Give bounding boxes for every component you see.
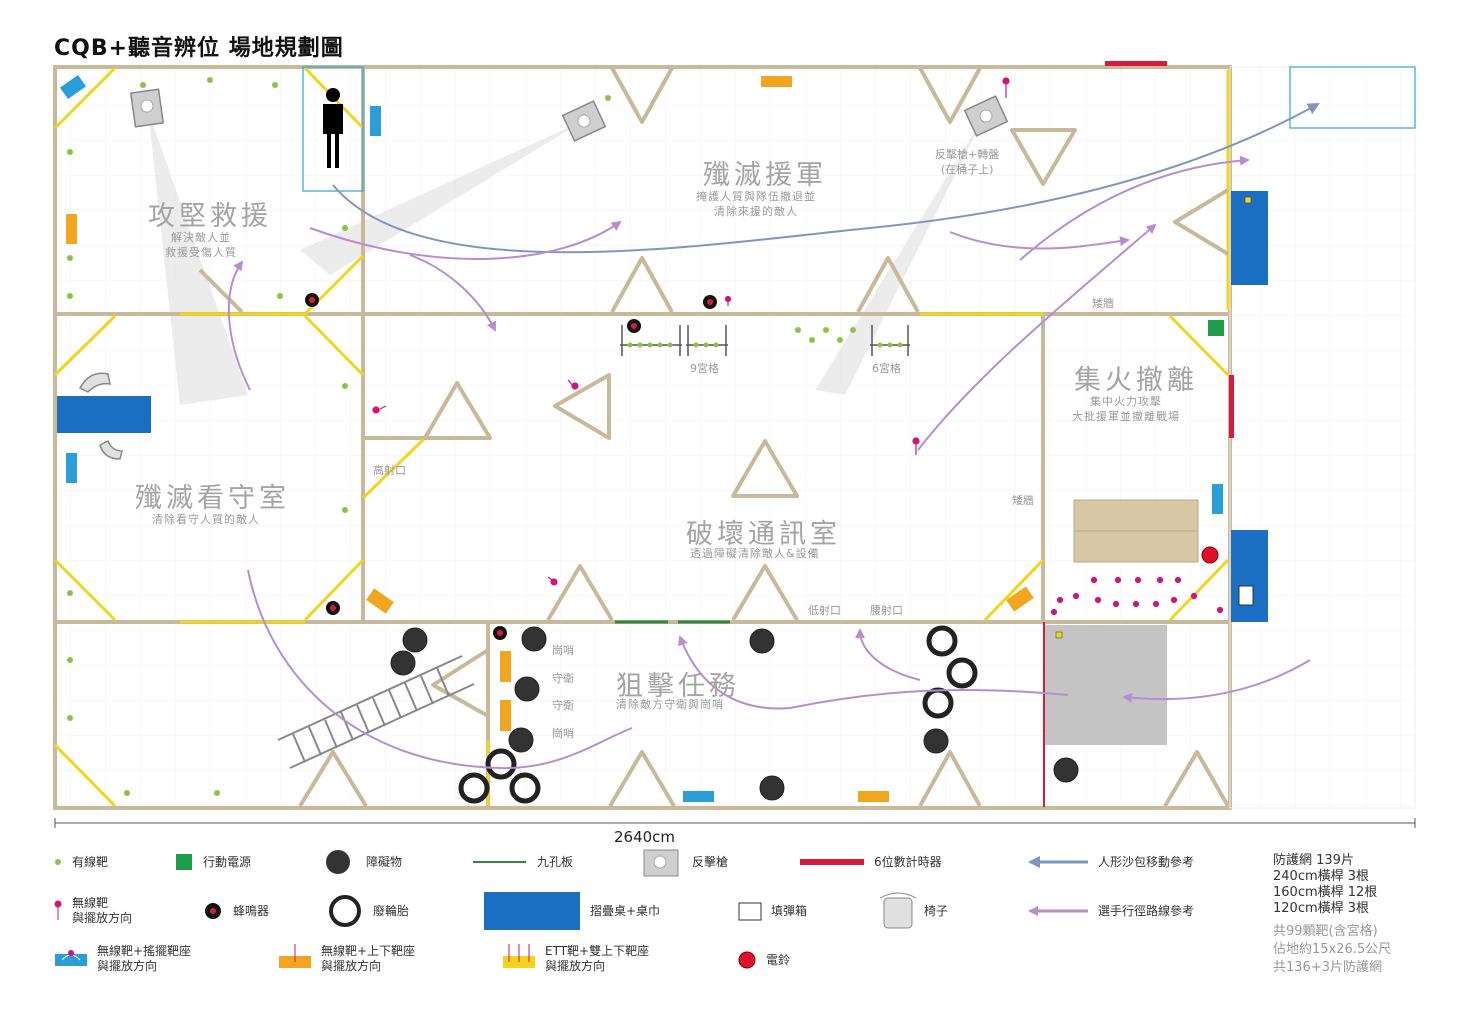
- legend-mobile-power: 行動電源: [203, 855, 252, 869]
- timers: [1043, 61, 1234, 807]
- page-title: CQB+聽音辨位 場地規劃圖: [54, 36, 344, 61]
- timer-icon: [800, 859, 864, 865]
- note-high-window: 高射口: [373, 464, 406, 477]
- mobile-power-icon: [176, 854, 192, 870]
- summary-nets: 防護網 139片: [1273, 853, 1354, 868]
- ett-target-icon: [503, 944, 535, 968]
- folding-tables: [57, 191, 1268, 622]
- tires: [458, 625, 978, 804]
- legend-bell: 電鈴: [766, 953, 791, 967]
- note-post-2: 崗哨: [552, 727, 574, 740]
- legend-tire: 廢輪胎: [373, 904, 410, 918]
- tire-icon: [329, 895, 361, 927]
- note-guard-2: 守衛: [552, 699, 574, 712]
- room-sub-sniper: 清除敵方守衛與崗哨: [616, 698, 724, 711]
- barrier-triangles: [198, 67, 1230, 808]
- note-counter-turntable: 反擊槍+轉盤 (在桶子上): [935, 148, 1000, 176]
- note-grid9: 9宮格: [690, 362, 719, 375]
- wireless-targets: [372, 77, 1224, 616]
- legend-updown-target: 無線靶+上下靶座 與擺放方向: [321, 944, 416, 973]
- mobile-power-map: [1208, 320, 1224, 336]
- room-title-evac: 集火撤離: [1074, 365, 1198, 396]
- ladder-obstacle: [277, 655, 475, 769]
- summary-total: 共136+3片防護網: [1273, 960, 1382, 975]
- dummy-move-path: [332, 103, 1320, 254]
- room-title-sniper: 狙擊任務: [616, 671, 740, 702]
- legend-dummy: 人形沙包移動參考: [1098, 855, 1195, 869]
- legend-ett-target: ETT靶+雙上下靶座 與擺放方向: [545, 944, 650, 973]
- legend-timer: 6位數計時器: [874, 855, 942, 869]
- counter-gun-cones: [148, 110, 985, 405]
- person-icon: [323, 88, 343, 168]
- wired-targets: [67, 77, 903, 796]
- legend-ammo-box: 填彈箱: [771, 904, 808, 918]
- legend-route: 選手行徑路線參考: [1098, 904, 1195, 918]
- legend-counter-gun: 反擊槍: [692, 855, 729, 869]
- summary-area: 佔地約15x26.5公尺: [1273, 942, 1392, 957]
- legend-table: 摺疊桌+桌巾: [590, 904, 661, 918]
- note-post-1: 崗哨: [552, 644, 574, 657]
- note-low-wall-2: 矮牆: [1012, 494, 1034, 507]
- dimension-line: [54, 818, 1416, 828]
- updown-target-icon: [279, 944, 311, 968]
- grid-background: [55, 67, 1415, 808]
- summary-targets: 共99顆靶(含宮格): [1273, 924, 1378, 939]
- note-low-wall-1: 矮牆: [1092, 297, 1114, 310]
- legend-wired-target: 有線靶: [72, 855, 109, 869]
- player-routes: [227, 155, 1311, 770]
- wired-target-icon: [55, 859, 61, 865]
- note-low-window: 低射口: [808, 604, 841, 617]
- room-sub-guard: 清除看守人質的敵人: [152, 513, 260, 526]
- legend-chair: 椅子: [924, 904, 949, 918]
- bell: [1201, 546, 1219, 564]
- obstacles: [390, 626, 1079, 801]
- ammo-box-icon: [738, 902, 762, 921]
- legend-obstacle: 障礙物: [366, 855, 403, 869]
- room-sub-comms: 透過障礙清除敵人&設備: [690, 547, 820, 560]
- room-sub-evac: 集中火力攻擊 大批援軍並撤離戰場: [1072, 395, 1180, 423]
- obstacle-icon: [326, 850, 350, 874]
- wireless-target-icon: [54, 900, 62, 920]
- room-sub-reinforce: 掩護人質與隊伍撤退並 清除來援的敵人: [696, 190, 816, 218]
- gray-zone: [1045, 625, 1167, 745]
- note-waist-window: 腰射口: [870, 604, 903, 617]
- bell-icon: [738, 951, 756, 969]
- target-bases: [59, 74, 1252, 802]
- summary-beam120: 120cm橫桿 3根: [1273, 901, 1370, 916]
- swing-target-icon: [55, 950, 87, 966]
- legend-swing-target: 無線靶+搖擺靶座 與擺放方向: [97, 944, 192, 973]
- summary-beam160: 160cm橫桿 12根: [1273, 885, 1378, 900]
- note-guard-1: 守衛: [552, 672, 574, 685]
- dimension-label: 2640cm: [614, 828, 676, 846]
- chairs: [78, 372, 123, 460]
- note-grid6: 6宮格: [872, 362, 901, 375]
- legend-buzzer: 蜂鳴器: [233, 904, 270, 918]
- legend-nine-hole: 九孔板: [537, 855, 574, 869]
- room-title-comms: 破壞通訊室: [686, 519, 841, 550]
- table-icon: [484, 892, 580, 930]
- exit-zone: [1289, 66, 1416, 129]
- room-title-guard: 殲滅看守室: [135, 483, 290, 514]
- ammo-box: [1238, 585, 1254, 606]
- summary-beam240: 240cm橫桿 3根: [1273, 869, 1370, 884]
- legend-icons: [54, 849, 1088, 969]
- start-box: [302, 66, 364, 192]
- legend-wireless-target: 無線靶 與擺放方向: [72, 896, 133, 925]
- chair-icon: [879, 892, 917, 929]
- room-title-assault: 攻堅救援: [148, 201, 272, 232]
- room-sub-assault: 解決敵人並 救援受傷人質: [165, 231, 237, 259]
- room-title-reinforce: 殲滅援軍: [703, 160, 827, 191]
